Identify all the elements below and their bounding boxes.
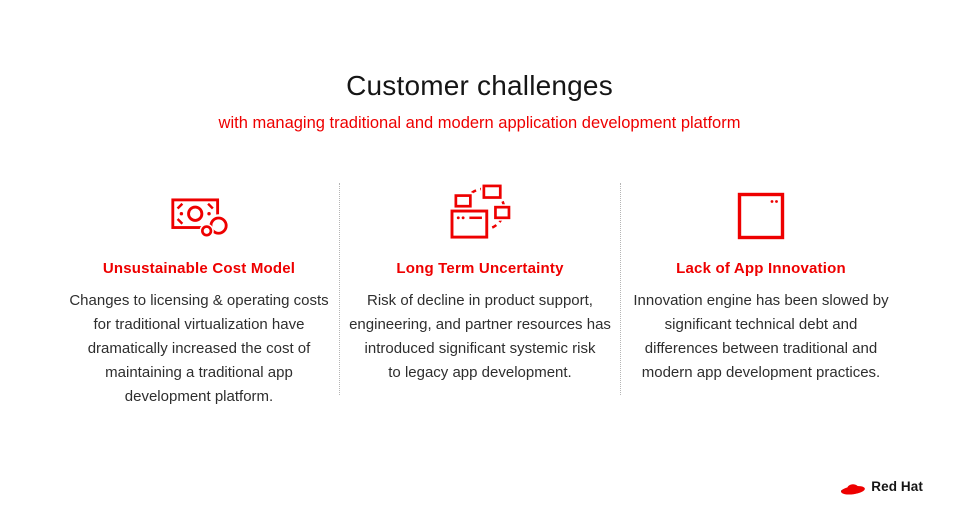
app-window-icon [737,183,785,240]
column-lack-of-app-innovation: Lack of App Innovation Innovation engine… [621,183,901,385]
redhat-logo: Red Hat [839,476,923,496]
column-body: Risk of decline in product support, engi… [349,292,611,381]
page-title: Customer challenges [346,70,613,101]
challenge-columns: Unsustainable Cost Model Changes to lice… [59,183,901,409]
column-heading: Unsustainable Cost Model [102,260,296,277]
app-lifecycle-icon [449,183,511,240]
column-heading: Lack of App Innovation [676,260,846,277]
column-body: Innovation engine has been slowed by sig… [633,292,889,381]
money-icon [169,183,230,240]
redhat-brand-text: Red Hat [871,478,923,494]
column-body: Changes to licensing & operating costs f… [69,292,329,405]
page-subtitle: with managing traditional and modern app… [218,114,741,132]
column-unsustainable-cost-model: Unsustainable Cost Model Changes to lice… [59,183,339,409]
column-divider [620,183,621,395]
column-long-term-uncertainty: Long Term Uncertainty Risk of decline in… [340,183,620,385]
column-heading: Long Term Uncertainty [396,260,564,277]
redhat-fedora-icon [839,476,866,496]
column-divider [339,183,340,395]
